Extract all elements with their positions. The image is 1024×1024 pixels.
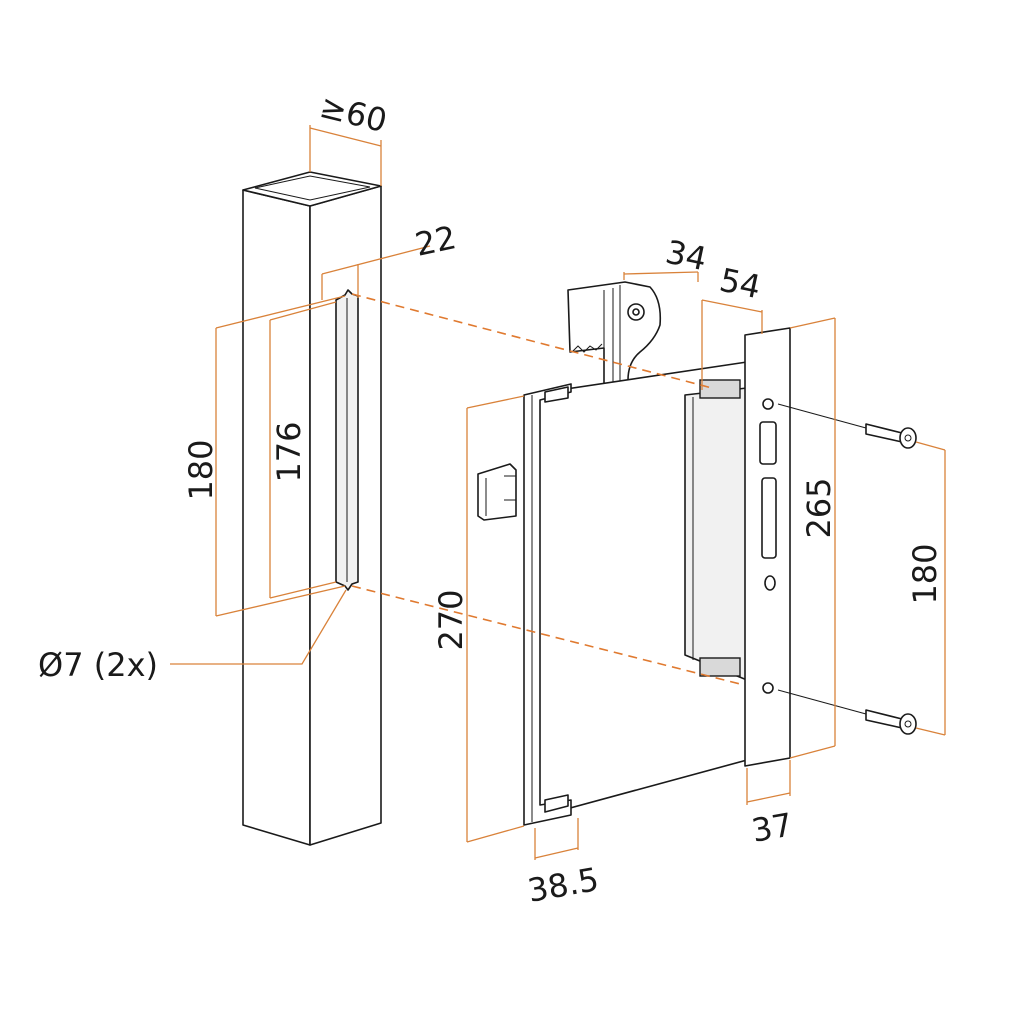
dim-housing-38-5 [534, 818, 579, 860]
label-slot-offset: 22 [412, 218, 460, 264]
dim-housing-270 [466, 395, 525, 843]
dim-post-180 [215, 295, 346, 617]
faceplate-small-hole [764, 575, 776, 591]
dim-faceplate-265 [789, 317, 836, 759]
square-post [242, 171, 382, 846]
lock-housing [477, 383, 572, 826]
label-bracket-depth: 34 [662, 233, 710, 279]
dim-bracket-depth [623, 271, 699, 282]
alignment-line-top [351, 293, 713, 389]
label-hole-diameter: Ø7 (2x) [38, 646, 158, 684]
label-faceplate-265: 265 [800, 477, 838, 538]
faceplate-screw-hole-top [762, 398, 774, 410]
label-screw-180: 180 [906, 543, 944, 604]
label-faceplate-37: 37 [749, 805, 796, 849]
screw-top [777, 403, 917, 449]
faceplate-square-opening [759, 421, 777, 465]
dim-faceplate-37 [746, 760, 791, 805]
dim-screw-180 [915, 441, 946, 736]
faceplate-screw-hole-bottom [762, 682, 774, 694]
screw-bottom [777, 689, 917, 735]
label-lock-depth: 54 [716, 261, 764, 307]
label-post-180: 180 [182, 439, 220, 500]
faceplate-long-opening [761, 477, 777, 559]
dim-lock-depth [701, 299, 763, 390]
label-slot-176: 176 [270, 421, 308, 482]
alignment-line-bottom [351, 585, 741, 685]
dim-post-width [309, 125, 382, 186]
dim-slot-176 [269, 301, 337, 599]
label-housing-38-5: 38.5 [525, 860, 602, 910]
lock-latch-bottom [699, 657, 741, 677]
hole-leader [170, 589, 347, 665]
lock-body [525, 361, 748, 821]
lock-latch-top [699, 379, 741, 399]
faceplate [744, 327, 791, 767]
dim-slot-offset [321, 245, 431, 300]
label-housing-270: 270 [432, 589, 470, 650]
side-clip [477, 463, 517, 521]
